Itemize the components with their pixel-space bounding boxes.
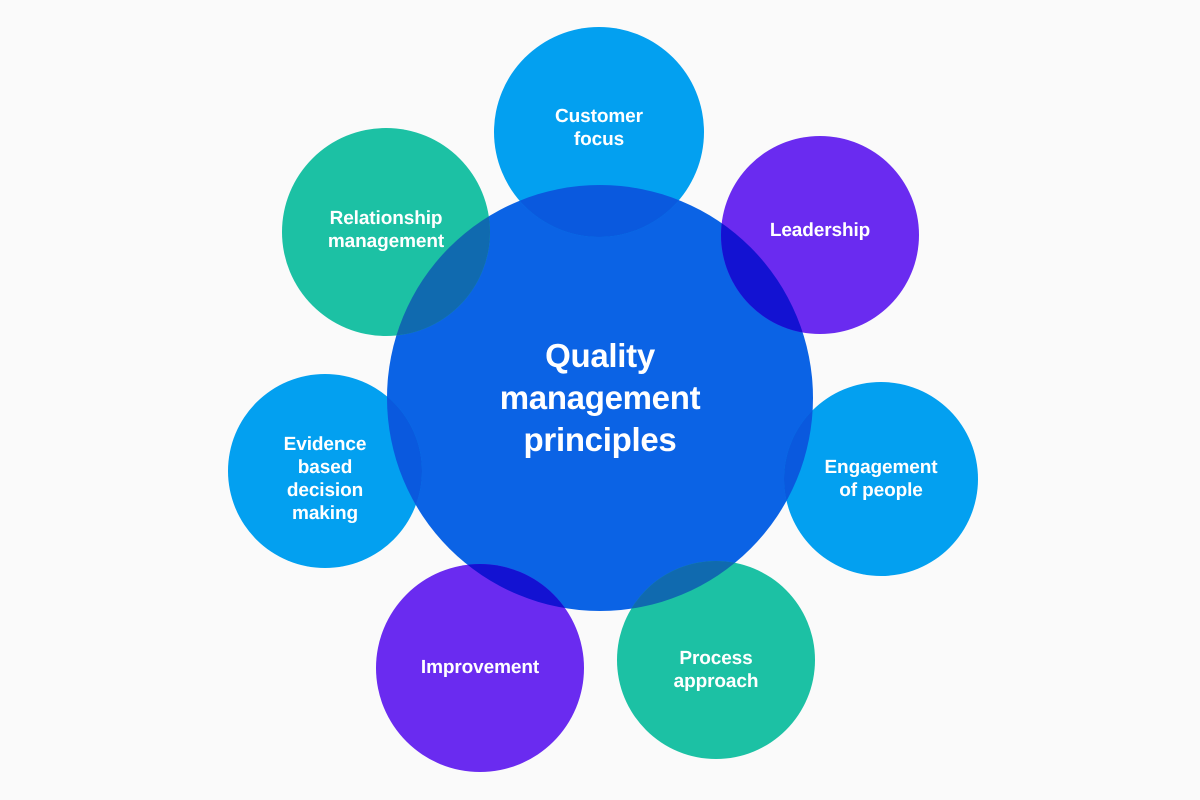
circle-engagement-of-people[interactable] bbox=[784, 382, 978, 576]
circle-evidence-based-decision-making[interactable] bbox=[228, 374, 422, 568]
circle-customer-focus[interactable] bbox=[494, 27, 704, 237]
circle-improvement[interactable] bbox=[376, 564, 584, 772]
circle-process-approach[interactable] bbox=[617, 561, 815, 759]
outer-circles-group bbox=[228, 27, 978, 772]
center-circle bbox=[387, 185, 813, 611]
overlap-relationship-management bbox=[387, 185, 490, 336]
